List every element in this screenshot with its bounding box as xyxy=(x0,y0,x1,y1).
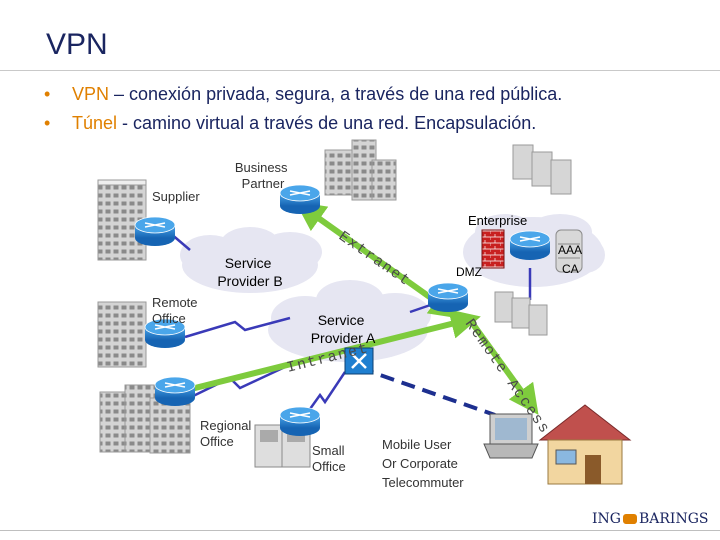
laptop-icon xyxy=(483,413,539,459)
intranet-tunnel xyxy=(149,309,481,407)
router-icon xyxy=(154,376,196,406)
remote-office-label: Remote Office xyxy=(152,295,201,326)
router-icon xyxy=(279,184,321,214)
bullet-term-vpn: VPN xyxy=(72,84,110,104)
footer-divider xyxy=(0,530,720,531)
house-icon xyxy=(538,404,632,485)
small-office-label: Small Office xyxy=(312,443,348,474)
label-line: Business xyxy=(235,160,288,175)
label-line: Small xyxy=(312,443,345,458)
supplier-label: Supplier xyxy=(152,189,200,204)
label-line: Remote xyxy=(152,295,198,310)
business-partner-building xyxy=(324,139,397,201)
regional-office-building xyxy=(99,384,191,454)
aaa-server-icon xyxy=(555,229,583,273)
remote-access-tunnel xyxy=(467,318,539,415)
business-partner-label: Business Partner xyxy=(235,160,291,191)
label-line: Telecommuter xyxy=(382,475,464,490)
label-line: Service xyxy=(225,255,272,271)
enterprise-server-icon xyxy=(512,144,572,195)
mobile-user-label: Mobile User Or Corporate Telecommuter xyxy=(382,437,464,490)
firewall-icon xyxy=(481,229,505,269)
slide-title: VPN xyxy=(46,28,108,61)
bullet-tunnel: • Túnel - camino virtual a través de una … xyxy=(44,109,562,138)
router-icon xyxy=(134,216,176,246)
remote-server-icon xyxy=(494,291,548,336)
label-line: Or Corporate xyxy=(382,456,458,471)
label-line: Partner xyxy=(242,176,285,191)
switch-icon xyxy=(344,347,374,375)
label-line: Office xyxy=(312,459,346,474)
bullet-vpn: • VPN – conexión privada, segura, a travé… xyxy=(44,80,562,109)
logo-text-right: BARINGS xyxy=(638,511,709,527)
label-line: Office xyxy=(200,434,234,449)
aaa-label: AAA xyxy=(558,243,582,257)
router-icon xyxy=(509,230,551,260)
dmz-label: DMZ xyxy=(456,265,482,279)
label-line: Provider B xyxy=(217,273,282,289)
router-icon xyxy=(279,406,321,436)
label-line: Office xyxy=(152,311,186,326)
remote-office-building xyxy=(97,301,147,368)
label-line: Provider A xyxy=(311,330,376,346)
label-line: Regional xyxy=(200,418,251,433)
regional-office-label: Regional Office xyxy=(200,418,255,449)
bullet-text-vpn: – conexión privada, segura, a través de … xyxy=(109,84,563,104)
bullet-dot: • xyxy=(44,84,51,104)
bullet-dot: • xyxy=(44,113,51,133)
label-line: Mobile User xyxy=(382,437,452,452)
enterprise-label: Enterprise xyxy=(468,213,527,228)
router-icon xyxy=(427,282,469,312)
label-line: Service xyxy=(318,312,365,328)
lion-icon xyxy=(622,514,637,524)
bullet-list: • VPN – conexión privada, segura, a travé… xyxy=(44,80,562,138)
router-icon xyxy=(144,318,186,348)
ing-barings-logo: ING BARINGS xyxy=(592,511,708,527)
service-provider-b-label: Service Provider B xyxy=(217,255,282,289)
service-provider-a-label: Service Provider A xyxy=(311,312,376,346)
ca-label: CA xyxy=(562,262,579,276)
service-provider-b-cloud xyxy=(180,227,322,293)
logo-text-left: ING xyxy=(592,511,621,527)
bullet-term-tunnel: Túnel xyxy=(72,113,118,133)
dashed-remote-link xyxy=(359,366,496,417)
title-divider xyxy=(0,70,720,71)
bullet-text-tunnel: - camino virtual a través de una red. En… xyxy=(117,113,537,133)
